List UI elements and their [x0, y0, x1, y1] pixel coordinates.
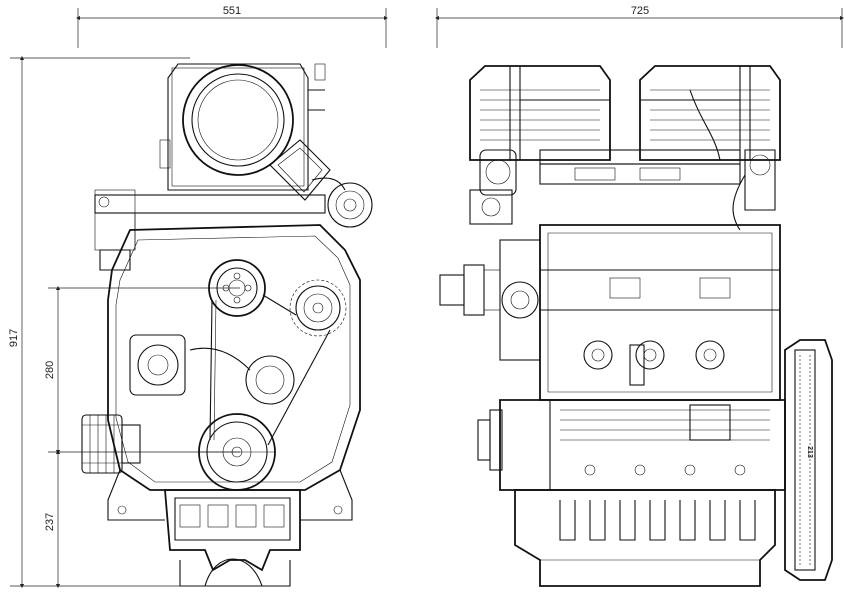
front-idler-pulley — [289, 279, 347, 337]
dimension-total-height: 917 — [8, 55, 190, 589]
side-front-accessories — [439, 239, 541, 471]
front-oil-filter — [81, 414, 141, 474]
front-intake-housing — [159, 63, 326, 191]
dimension-front-width: 551 — [75, 5, 389, 48]
side-valve-covers — [469, 65, 781, 161]
front-mount-feet — [107, 469, 353, 521]
flywheel-label: 213 — [806, 446, 813, 458]
front-oil-pan — [164, 489, 301, 587]
side-flywheel: 213 — [784, 339, 833, 581]
side-exhaust-elbow — [732, 149, 776, 231]
front-fan-pulley — [208, 259, 266, 317]
side-crankcase — [499, 399, 786, 491]
side-oil-pan — [514, 489, 776, 587]
side-engine-block — [539, 224, 781, 401]
dimension-side-length-label: 725 — [631, 5, 649, 17]
front-turbo-elbow — [269, 139, 373, 228]
dimension-front-width-label: 551 — [223, 5, 241, 17]
front-view — [81, 63, 373, 587]
dimension-crank-to-mount-label: 280 — [44, 361, 56, 379]
dimension-total-height-label: 917 — [8, 329, 20, 347]
side-cylinder-head — [539, 149, 741, 185]
front-intake-rail — [94, 189, 326, 271]
dimension-crank-to-mount: 280 — [44, 285, 240, 455]
dimension-base-to-crank: 237 — [44, 449, 61, 589]
side-intake-pipe — [469, 149, 517, 225]
front-belt — [209, 294, 331, 446]
front-pump-cluster — [129, 334, 295, 405]
dimension-side-length: 725 — [434, 5, 844, 48]
side-view: 213 — [439, 65, 833, 587]
front-crank-pulley — [198, 413, 276, 491]
dimension-base-to-crank-label: 237 — [44, 513, 56, 531]
